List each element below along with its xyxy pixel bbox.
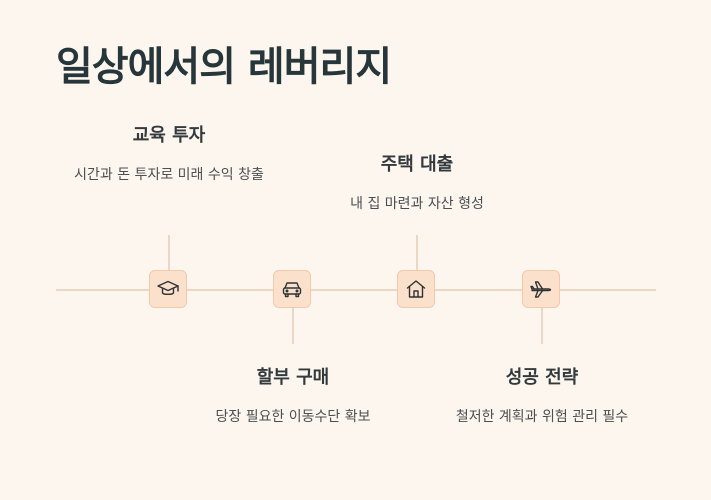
item-description: 내 집 마련과 자산 형성 <box>350 196 484 212</box>
timeline-axis <box>56 289 656 291</box>
connector-installment <box>292 308 294 344</box>
item-description: 시간과 돈 투자로 미래 수익 창출 <box>74 167 264 183</box>
item-strategy: 성공 전략 철저한 계획과 위험 관리 필수 <box>447 363 637 432</box>
item-description: 당장 필요한 이동수단 확보 <box>215 409 371 425</box>
connector-education <box>168 235 170 270</box>
timeline-node-mortgage <box>397 270 435 308</box>
item-heading: 성공 전략 <box>505 367 579 388</box>
timeline-node-installment <box>273 270 311 308</box>
item-description: 철저한 계획과 위험 관리 필수 <box>455 409 629 425</box>
connector-mortgage <box>416 235 418 270</box>
item-installment: 할부 구매 당장 필요한 이동수단 확보 <box>198 363 388 432</box>
item-mortgage: 주택 대출 내 집 마련과 자산 형성 <box>322 150 512 219</box>
item-heading: 주택 대출 <box>380 154 454 175</box>
timeline-node-education <box>149 270 187 308</box>
timeline-node-strategy <box>522 270 560 308</box>
graduation-cap-icon <box>157 280 179 296</box>
page-title: 일상에서의 레버리지 <box>56 44 392 90</box>
house-icon <box>406 280 426 298</box>
car-icon <box>282 282 302 298</box>
item-education: 교육 투자 시간과 돈 투자로 미래 수익 창출 <box>74 121 264 190</box>
connector-strategy <box>541 308 543 344</box>
item-heading: 할부 구매 <box>256 367 330 388</box>
airplane-icon <box>530 281 552 298</box>
item-heading: 교육 투자 <box>132 125 206 146</box>
